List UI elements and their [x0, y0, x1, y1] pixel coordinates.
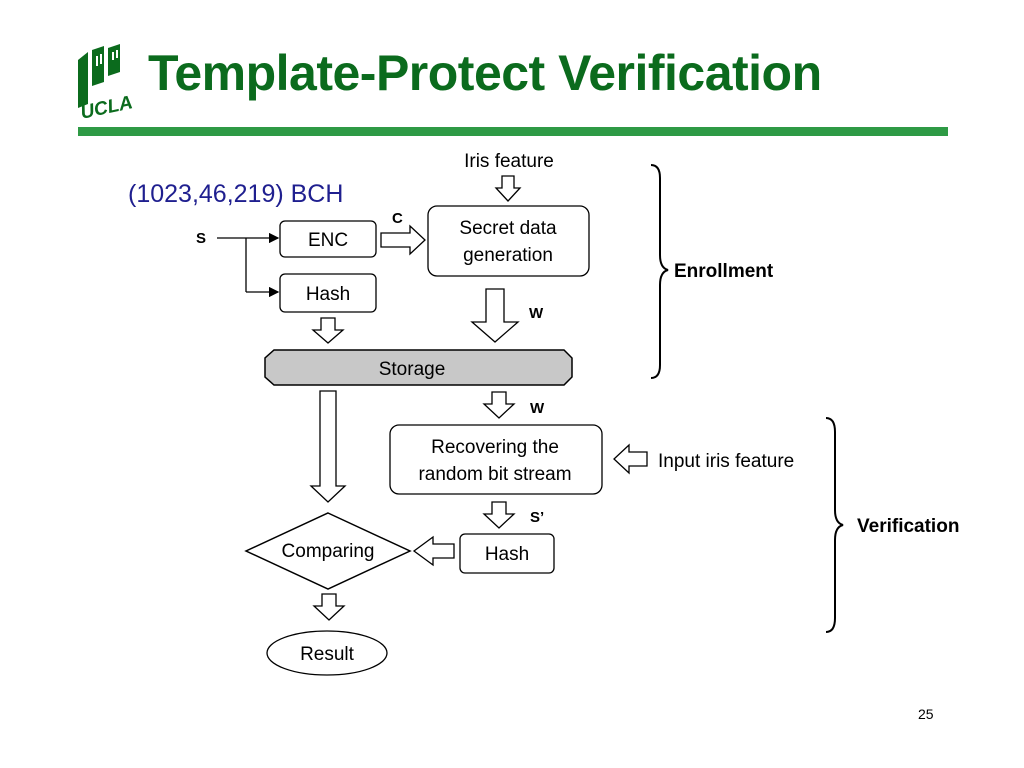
enc-box: [279, 220, 377, 258]
secret-generation-line2: generation: [463, 245, 553, 266]
result-label: Result: [300, 644, 355, 665]
result-oval: [266, 630, 388, 676]
w-enroll-label: W: [529, 305, 544, 322]
comparing-label: Comparing: [282, 541, 375, 562]
enrollment-label: Enrollment: [674, 261, 774, 282]
ucla-logo: UCLA: [78, 44, 135, 118]
hash-bottom-box: [459, 533, 555, 574]
comparing-diamond: [244, 512, 412, 590]
storage-box: [264, 349, 573, 386]
input-iris-label: Input iris feature: [658, 451, 794, 472]
secret-generation-box: [427, 205, 590, 277]
s-input-label: S: [196, 230, 206, 247]
recover-line1: Recovering the: [431, 437, 559, 458]
hash-top-label: Hash: [306, 284, 350, 305]
verification-label: Verification: [857, 516, 959, 537]
enc-label: ENC: [308, 230, 348, 251]
comparing-to-result-arrow: [312, 593, 346, 621]
hash-to-comparing-arrow: [412, 535, 455, 567]
input-iris-arrow: [613, 443, 648, 475]
secret-generation-line1: Secret data: [459, 218, 557, 239]
iris-to-secret-arrow: [494, 175, 522, 202]
storage-to-recover-arrow: [482, 391, 516, 419]
enc-to-secret-arrow: [380, 224, 426, 256]
title-rule: [78, 127, 948, 136]
verification-brace: [825, 417, 844, 633]
recover-line2: random bit stream: [418, 464, 571, 485]
storage-to-comparing-arrow: [309, 390, 347, 503]
hash-bottom-label: Hash: [485, 544, 529, 565]
slide-title: Template-Protect Verification: [148, 45, 822, 101]
hash-top-box: [279, 273, 377, 313]
iris-feature-label: Iris feature: [464, 151, 554, 172]
c-edge-label: C: [392, 210, 403, 227]
storage-label: Storage: [379, 359, 446, 380]
page-number: 25: [918, 706, 934, 722]
hash-to-storage-arrow: [311, 317, 345, 344]
enrollment-brace: [650, 164, 669, 379]
bch-code-label: (1023,46,219) BCH: [128, 180, 344, 208]
recover-box: [389, 424, 603, 495]
secret-to-storage-arrow: [470, 288, 520, 343]
recover-to-hash-arrow: [482, 501, 516, 529]
w-verify-label: W: [530, 400, 545, 417]
s-prime-label: S’: [530, 509, 544, 526]
